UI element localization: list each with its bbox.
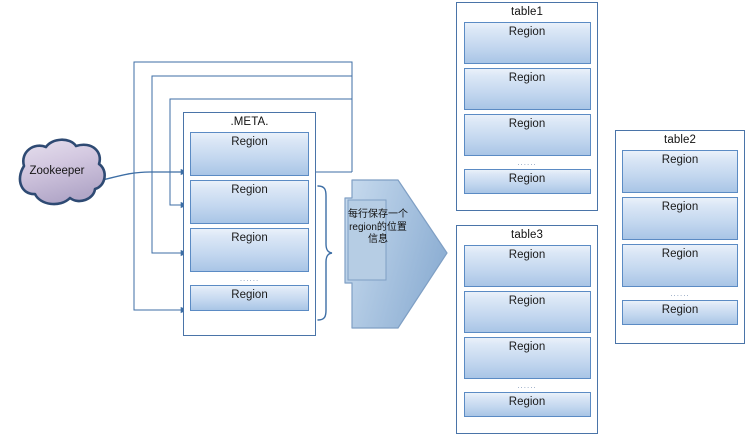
table2-region-4[interactable]: Region <box>622 300 738 325</box>
table3-title: table3 <box>511 229 543 241</box>
meta-region-3[interactable]: Region <box>190 228 309 272</box>
table-table2[interactable]: table2 Region Region Region ...... Regio… <box>615 130 745 344</box>
table3-region-3[interactable]: Region <box>463 337 591 379</box>
table-table1[interactable]: table1 Region Region Region ...... Regio… <box>456 2 598 211</box>
table1-ellipsis: ...... <box>517 158 537 167</box>
meta-ellipsis: ...... <box>239 274 260 283</box>
callout-line-2: region的位置 <box>349 221 407 233</box>
table3-region-1[interactable]: Region <box>463 245 591 287</box>
table3-ellipsis: ...... <box>517 381 537 390</box>
meta-table-title: .META. <box>230 116 269 128</box>
table1-region-3[interactable]: Region <box>463 114 591 156</box>
zookeeper-node[interactable]: Zookeeper <box>2 140 112 208</box>
table2-ellipsis: ...... <box>670 289 690 298</box>
meta-region-1[interactable]: Region <box>190 132 309 176</box>
table2-title: table2 <box>664 134 696 146</box>
table1-region-1[interactable]: Region <box>463 22 591 64</box>
callout-line-3: 信息 <box>368 234 388 245</box>
table1-region-2[interactable]: Region <box>463 68 591 110</box>
table-table3[interactable]: table3 Region Region Region ...... Regio… <box>456 225 598 434</box>
table1-region-4[interactable]: Region <box>463 169 591 194</box>
callout-text: 每行保存一个 region的位置 信息 <box>345 209 411 247</box>
meta-group-brace-icon <box>317 185 333 321</box>
zookeeper-label: Zookeeper <box>29 165 85 177</box>
table3-region-2[interactable]: Region <box>463 291 591 333</box>
meta-table[interactable]: .META. Region Region Region ...... Regio… <box>183 112 316 336</box>
table2-region-3[interactable]: Region <box>622 244 738 287</box>
meta-region-4[interactable]: Region <box>190 285 309 311</box>
table1-title: table1 <box>511 6 543 18</box>
table2-region-2[interactable]: Region <box>622 197 738 240</box>
callout-line-1: 每行保存一个 <box>348 209 408 220</box>
callout-note: 每行保存一个 region的位置 信息 <box>337 176 449 328</box>
table2-region-1[interactable]: Region <box>622 150 738 193</box>
table3-region-4[interactable]: Region <box>463 392 591 417</box>
meta-region-2[interactable]: Region <box>190 180 309 224</box>
